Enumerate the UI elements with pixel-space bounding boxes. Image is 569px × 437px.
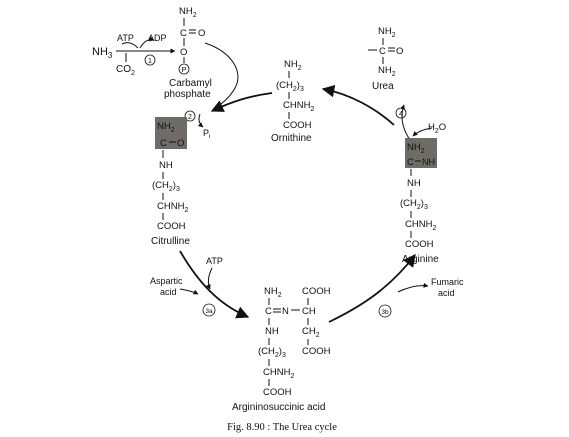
citrulline-cooh: COOH xyxy=(157,221,186,232)
asa-ch: CH xyxy=(302,306,316,317)
step2-number-circle xyxy=(184,110,196,122)
citrulline-highlight-box xyxy=(155,117,187,149)
adp-output-curve xyxy=(139,36,155,49)
step4-group: 4 H2O xyxy=(395,104,446,141)
cp-oxygen-single: O xyxy=(180,47,187,58)
ornithine-chain: (CH2)3 xyxy=(276,80,304,93)
step3a-number: 3a xyxy=(205,308,213,315)
urea-nh2-bottom: NH2 xyxy=(378,65,396,78)
arc-citrulline-to-argininosuccinate xyxy=(179,250,250,319)
arginine-nh: NH xyxy=(407,178,421,189)
asa-nh: NH xyxy=(265,326,279,337)
step1-group: NH3 ATP ADP CO2 1 xyxy=(92,33,176,77)
arginine-structure: NH2 C NH NH (CH2)3 CHNH2 COOH Arginine xyxy=(400,138,439,265)
pi-label: Pi xyxy=(203,128,210,140)
aspartic-acid-line2: acid xyxy=(160,287,177,297)
citrulline-nh2: NH2 xyxy=(157,121,175,134)
asa-cooh-bottom: COOH xyxy=(263,387,292,398)
ammonia-label: NH3 xyxy=(92,46,113,60)
phosphate-circle xyxy=(178,63,190,75)
step4-number-circle xyxy=(395,107,407,119)
fumaric-acid-line1: Fumaric xyxy=(431,277,464,287)
citrulline-name: Citrulline xyxy=(151,236,190,247)
step3b-group: Fumaric acid 3b xyxy=(378,277,464,318)
arginine-chain: (CH2)3 xyxy=(400,198,428,211)
step3a-number-circle xyxy=(202,303,216,317)
urea-carbon: C xyxy=(379,46,386,57)
arginine-carbon: C xyxy=(407,157,414,168)
arc-arginine-to-ornithine xyxy=(321,84,395,126)
asa-name: Argininosuccinic acid xyxy=(232,402,325,413)
citrulline-chain: (CH2)3 xyxy=(152,180,180,193)
arginine-chnh2: CHNH2 xyxy=(405,219,436,232)
cp-name-line2: phosphate xyxy=(164,89,211,100)
fumaric-output-arrow xyxy=(397,282,429,293)
arginine-cooh: COOH xyxy=(405,239,434,250)
cp-name-line1: Carbamyl xyxy=(169,78,212,89)
step1-number: 1 xyxy=(148,58,152,65)
citrulline-oxygen: O xyxy=(177,138,184,149)
aspartic-input-arrow xyxy=(179,288,199,295)
arc-ornithine-to-citrulline xyxy=(210,92,273,112)
urea-release-curve xyxy=(400,104,411,141)
asa-nh2: NH2 xyxy=(264,286,282,299)
asa-carbon: C xyxy=(265,306,272,317)
co2-label: CO2 xyxy=(116,64,135,77)
asa-ch2: CH2 xyxy=(302,326,320,339)
cp-carbon: C xyxy=(180,28,187,39)
asa-chain: (CH2)3 xyxy=(258,346,286,359)
atp-3a-input-arrow xyxy=(205,267,213,290)
atp-input-curve xyxy=(121,42,139,49)
step2-number: 2 xyxy=(188,114,192,121)
citrulline-carbon: C xyxy=(160,138,167,149)
arginine-nh2: NH2 xyxy=(407,142,425,155)
step4-number: 4 xyxy=(399,111,403,118)
ornithine-structure: NH2 (CH2)3 CHNH2 COOH Ornithine xyxy=(271,59,314,144)
atp-3a-label: ATP xyxy=(206,256,223,266)
cp-nh2: NH2 xyxy=(179,6,197,19)
adp-label: ADP xyxy=(148,33,167,43)
citrulline-nh: NH xyxy=(159,160,173,171)
urea-structure: NH2 C O NH2 Urea xyxy=(368,26,403,92)
water-input-curve xyxy=(412,127,433,137)
urea-oxygen: O xyxy=(396,46,403,57)
step3a-group: Aspartic acid ATP 3a xyxy=(150,256,223,317)
pi-release-curve xyxy=(197,113,204,128)
cp-oxygen-double: O xyxy=(198,28,205,39)
urea-name: Urea xyxy=(372,81,394,92)
asa-cooh-top: COOH xyxy=(302,286,331,297)
urea-nh2-top: NH2 xyxy=(378,26,396,39)
asa-cooh-right: COOH xyxy=(302,346,331,357)
water-label: H2O xyxy=(428,122,446,135)
ornithine-cooh: COOH xyxy=(283,120,312,131)
step3b-number: 3b xyxy=(381,309,389,316)
asa-chnh2: CHNH2 xyxy=(263,367,294,380)
arginine-name: Arginine xyxy=(402,254,439,265)
carbamyl-phosphate-structure: NH2 C O O P Carbamyl phosphate xyxy=(164,6,212,100)
phosphate-label: P xyxy=(181,65,186,74)
aspartic-acid-line1: Aspartic xyxy=(150,276,183,286)
atp-label: ATP xyxy=(117,33,134,43)
arginine-nh-double: NH xyxy=(422,157,435,167)
asa-nitrogen: N xyxy=(282,306,289,317)
argininosuccinic-acid-structure: NH2 COOH C N CH NH CH2 (CH2)3 COOH CHNH2… xyxy=(232,286,331,413)
step1-number-circle xyxy=(144,54,156,66)
step3b-number-circle xyxy=(378,304,392,318)
ornithine-name: Ornithine xyxy=(271,133,312,144)
citrulline-chnh2: CHNH2 xyxy=(157,201,188,214)
ornithine-nh2: NH2 xyxy=(284,59,302,72)
figure-caption: Fig. 8.90 : The Urea cycle xyxy=(227,422,337,433)
citrulline-structure: NH2 C O NH (CH2)3 CHNH2 COOH Citrulline xyxy=(151,117,190,247)
arc-argininosuccinate-to-arginine xyxy=(328,253,416,323)
ornithine-chnh2: CHNH2 xyxy=(283,100,314,113)
fumaric-acid-line2: acid xyxy=(438,288,455,298)
arginine-highlight-box xyxy=(405,138,437,168)
